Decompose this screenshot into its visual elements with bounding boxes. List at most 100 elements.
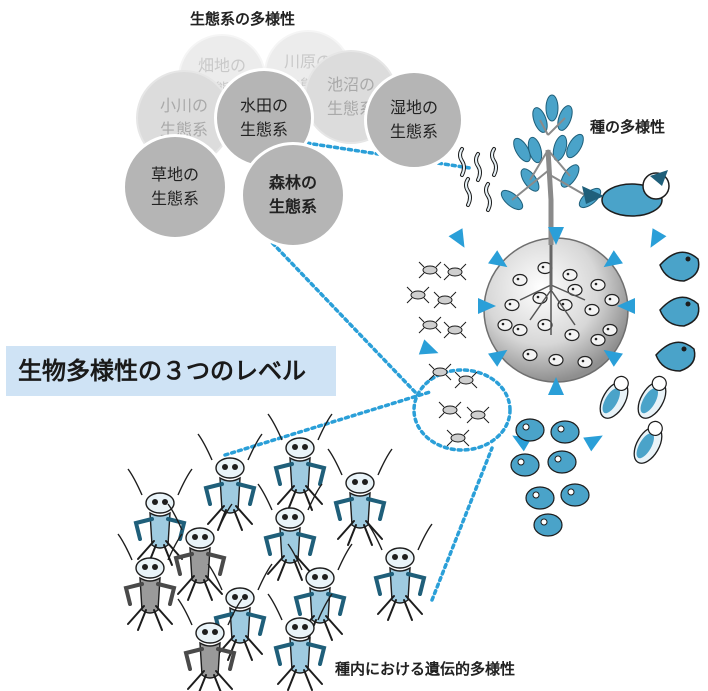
worm-icon-fill bbox=[459, 148, 465, 176]
mantis-icon bbox=[207, 563, 273, 661]
mantis-antennae bbox=[197, 433, 263, 461]
mantis-icon bbox=[177, 598, 243, 691]
soil-organism bbox=[537, 318, 553, 332]
mantis-antennae bbox=[267, 593, 333, 621]
mantis-icon bbox=[267, 593, 333, 691]
flow-arrow bbox=[548, 377, 564, 395]
fish-icon bbox=[655, 341, 696, 372]
ecosystem-label-paddy: 水田の 生態系 bbox=[239, 96, 288, 139]
small-insect-icon bbox=[466, 406, 490, 424]
fish-school-body bbox=[510, 453, 540, 477]
fish-school-icon bbox=[533, 513, 563, 537]
mantis-eye bbox=[202, 629, 208, 635]
fish-school-body bbox=[560, 483, 590, 507]
mantis-head bbox=[225, 587, 255, 609]
mantis-head bbox=[305, 567, 335, 589]
mantis-head bbox=[135, 557, 165, 579]
soil-organism-eye bbox=[552, 357, 556, 361]
mantis-antennae bbox=[177, 598, 243, 626]
tree-leaf bbox=[500, 189, 524, 211]
tree-root bbox=[529, 289, 552, 321]
mantis-eye bbox=[232, 464, 238, 470]
fish-school-body bbox=[550, 420, 580, 444]
small-insect-body bbox=[458, 375, 474, 385]
mantis-antennae bbox=[127, 468, 193, 496]
small-insect-legs bbox=[443, 321, 467, 339]
ecosystem-diversity-title: 生態系の多様性 bbox=[190, 10, 296, 28]
fish-school-body bbox=[533, 513, 563, 537]
mantis-eye bbox=[212, 629, 218, 635]
soil-organism-eye bbox=[606, 327, 610, 331]
mantis-antennae bbox=[267, 413, 333, 441]
small-bird-head bbox=[651, 375, 667, 392]
tree-root bbox=[550, 284, 586, 301]
connector-forest-to-species bbox=[256, 226, 417, 394]
fish-school-icon bbox=[525, 486, 555, 510]
mantis-icon bbox=[127, 468, 193, 566]
soil-organism bbox=[584, 303, 600, 317]
fish-school-icon bbox=[560, 483, 590, 507]
small-insect-body bbox=[422, 265, 438, 275]
small-insect-legs bbox=[466, 406, 490, 424]
mantis-eye bbox=[222, 464, 228, 470]
tree-branch bbox=[547, 149, 571, 177]
fish-school-eye bbox=[522, 423, 530, 431]
tree-branch bbox=[539, 119, 549, 136]
mantis-eye bbox=[362, 479, 368, 485]
flow-arrow bbox=[603, 250, 623, 268]
soil-organism-eye bbox=[566, 272, 570, 276]
mantis-eye bbox=[192, 534, 198, 540]
small-insect-icon bbox=[418, 316, 442, 334]
soil-organism-eye bbox=[608, 297, 612, 301]
small-insect-icon bbox=[406, 286, 430, 304]
small-insect-icon bbox=[443, 321, 467, 339]
fish-eye bbox=[685, 301, 691, 307]
mantis-legs bbox=[377, 595, 423, 621]
tree-leaf bbox=[513, 137, 531, 163]
soil-organism bbox=[548, 353, 564, 367]
mantis-forelegs bbox=[173, 552, 227, 576]
mantis-icon bbox=[117, 533, 183, 631]
mantis-forelegs bbox=[273, 462, 327, 486]
mantis-antennae bbox=[167, 503, 233, 531]
soil-organism bbox=[522, 348, 538, 362]
mantis-eye bbox=[162, 499, 168, 505]
mantis-head bbox=[215, 457, 245, 479]
mantis-icon bbox=[327, 448, 393, 546]
soil-organism-eye bbox=[581, 359, 585, 363]
small-insect-legs bbox=[438, 401, 462, 419]
soil-organism-eye bbox=[561, 302, 565, 306]
small-bird-wing bbox=[640, 388, 658, 414]
small-insect-legs bbox=[446, 429, 470, 447]
tree-leaf bbox=[566, 133, 584, 159]
small-insect-icon bbox=[446, 429, 470, 447]
fish-body bbox=[655, 341, 696, 372]
fish-school-icon bbox=[547, 450, 577, 474]
fish-school-eye bbox=[554, 455, 562, 463]
flow-arrow bbox=[617, 298, 635, 314]
flow-arrow bbox=[488, 250, 508, 268]
fish-body bbox=[659, 296, 700, 327]
fish-school-eye bbox=[517, 458, 525, 466]
small-insect-icon bbox=[433, 291, 457, 309]
small-bird-wing bbox=[636, 433, 654, 459]
mantis-forelegs bbox=[293, 592, 347, 616]
mantis-forelegs bbox=[133, 517, 187, 541]
small-insect-icon bbox=[428, 363, 452, 381]
mantis-head bbox=[345, 472, 375, 494]
mantis-legs bbox=[337, 520, 383, 546]
fish-icon bbox=[659, 251, 700, 282]
soil-organism bbox=[504, 298, 520, 312]
small-insect-body bbox=[470, 410, 486, 420]
flow-arrow bbox=[603, 349, 623, 367]
flow-arrow bbox=[478, 298, 496, 314]
fish-school-body bbox=[547, 450, 577, 474]
mantis-head bbox=[275, 507, 305, 529]
tree-root bbox=[519, 284, 552, 301]
tree-leaf bbox=[545, 94, 559, 122]
mantis-eye bbox=[242, 594, 248, 600]
mantis-forelegs bbox=[263, 532, 317, 556]
flow-arrow bbox=[418, 339, 439, 355]
mantis-eye bbox=[322, 574, 328, 580]
